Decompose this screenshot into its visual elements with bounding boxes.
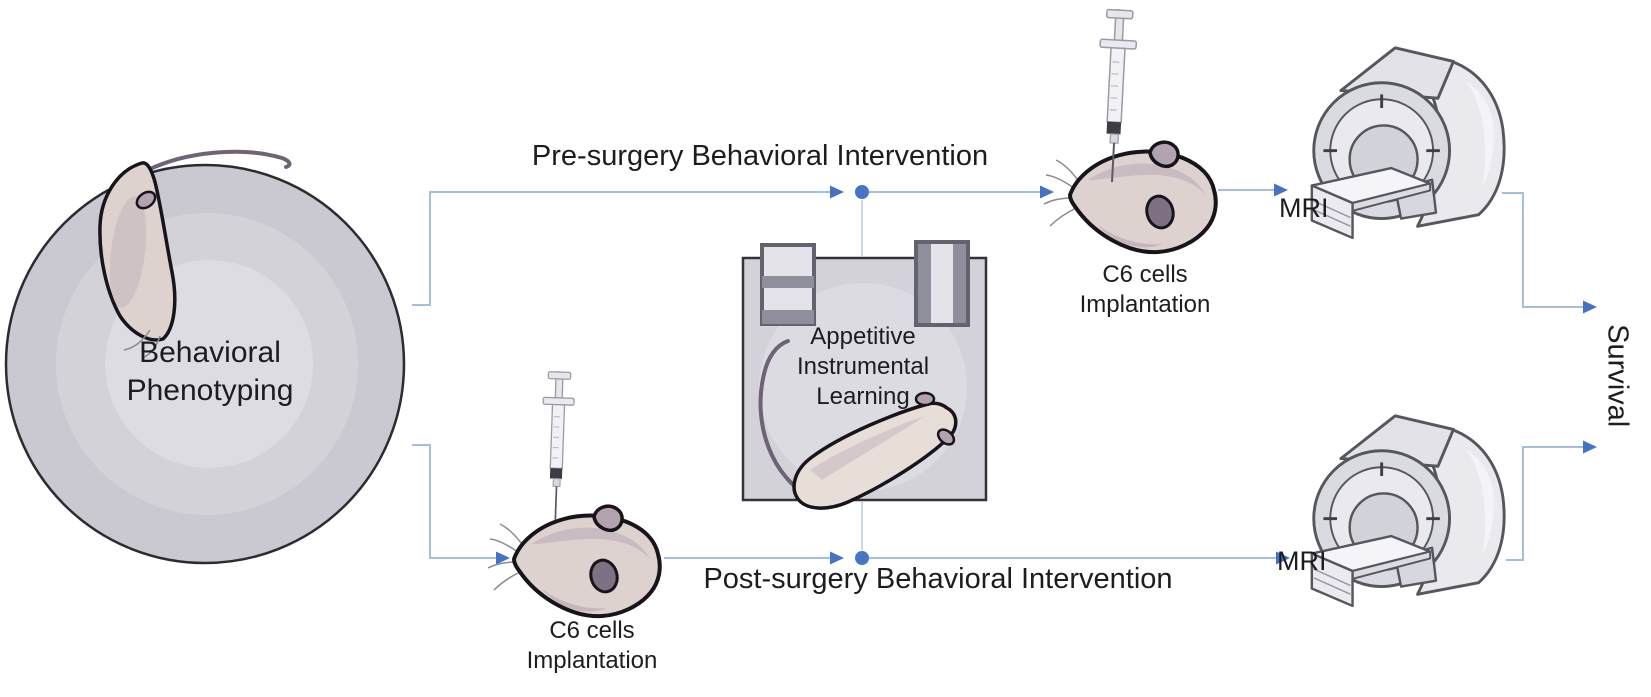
connector-post-surgery-path [412, 444, 1583, 561]
c6-implantation-bottom-label: C6 cells Implantation [526, 617, 658, 674]
post-surgery-intervention-label: Post-surgery Behavioral Intervention [703, 563, 1173, 595]
rat-head-icon [486, 504, 662, 619]
pre-surgery-intervention-label: Pre-surgery Behavioral Intervention [531, 140, 989, 172]
survival-label: Survival [1601, 324, 1634, 428]
c6-implantation-top-label: C6 cells Implantation [1079, 261, 1211, 318]
lever-icon [914, 240, 970, 327]
operant-chamber [741, 240, 988, 510]
connector-arrowheads-top [830, 183, 1597, 314]
connector-pre-surgery-path [412, 189, 1583, 308]
rat-in-chamber-icon [758, 339, 958, 510]
syringe-icon [538, 370, 576, 522]
appetitive-learning-label: Appetitive Instrumental Learning [796, 323, 930, 410]
junction-dot-top [855, 185, 869, 199]
c6-implantation-bottom-figure [486, 370, 662, 619]
c6-implantation-top-figure [1042, 8, 1218, 255]
junction-dot-bottom [855, 551, 869, 565]
rat-head-icon [1042, 140, 1218, 255]
rat-top-view-icon [98, 149, 292, 359]
mri-bottom-label: MRI [1277, 546, 1327, 576]
mri-top-label: MRI [1279, 193, 1329, 223]
behavioral-phenotyping-label: Behavioral Phenotyping [126, 336, 294, 408]
feeder-icon [760, 243, 816, 326]
connector-arrowheads-bottom [496, 440, 1597, 565]
